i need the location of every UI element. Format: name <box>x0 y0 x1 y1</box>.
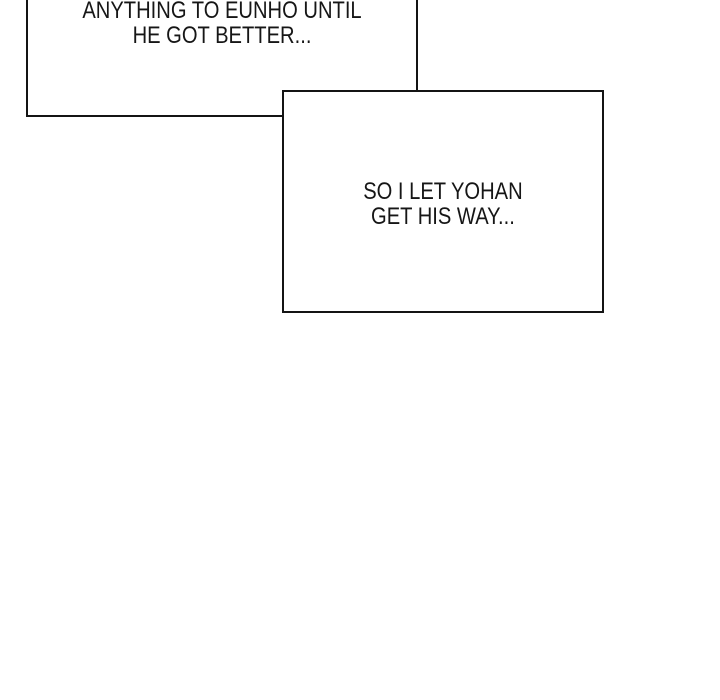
speech-bubble-right-text: SO I LET YOHAN GET HIS WAY... <box>363 179 522 229</box>
speech-bubble-top: ANYTHING TO EUNHO UNTIL HE GOT BETTER... <box>26 0 418 117</box>
speech-text-line: GET HIS WAY... <box>371 202 515 230</box>
speech-text-line: SO I LET YOHAN <box>363 177 523 205</box>
speech-text-line: ANYTHING TO EUNHO UNTIL <box>82 0 362 24</box>
speech-bubble-right: SO I LET YOHAN GET HIS WAY... <box>282 90 604 313</box>
speech-text-line: HE GOT BETTER... <box>132 22 312 49</box>
speech-bubble-top-text: ANYTHING TO EUNHO UNTIL HE GOT BETTER... <box>59 0 385 48</box>
